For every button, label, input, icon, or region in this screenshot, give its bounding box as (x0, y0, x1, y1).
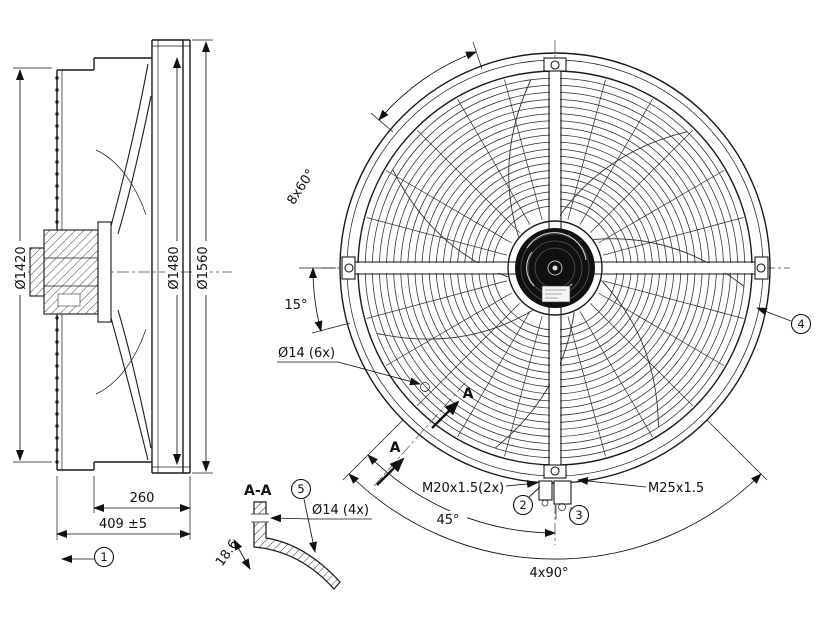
dim-d1480-label: Ø1480 (167, 246, 182, 289)
dim-4x90-label: 4x90° (529, 566, 568, 581)
dim-d1560: Ø1560 (192, 39, 213, 474)
callout-4-number: 4 (797, 317, 804, 331)
dim-d1560-label: Ø1560 (196, 246, 211, 289)
strut-bolt-left (344, 263, 354, 273)
dim-holes-4x: Ø14 (4x) (270, 503, 372, 523)
dim-d14-4x-label: Ø14 (4x) (312, 503, 369, 518)
callout-3-number: 3 (575, 508, 582, 522)
callout-2: 2 (512, 486, 541, 516)
mount-hole (420, 382, 430, 392)
dim-409-label: 409 ±5 (99, 517, 147, 532)
guard-grille-wires (366, 79, 744, 457)
dim-holes-6x: Ø14 (6x) (277, 346, 430, 392)
front-view: 8x60° 15° Ø14 (6x) A A M20x1.5(2x) (277, 40, 812, 581)
inlet-ring-section (253, 501, 341, 590)
callout-1: 1 (93, 546, 115, 568)
dim-d1420: Ø1420 (12, 67, 52, 463)
strut-bolt-right (756, 263, 766, 273)
dim-15-label: 15° (284, 298, 307, 313)
side-view: Ø1420 Ø1480 Ø1560 260 (12, 39, 232, 568)
motor-nameplate (57, 293, 81, 307)
section-label-a2: A (390, 440, 401, 456)
dim-8x60-label: 8x60° (285, 167, 319, 208)
strut-bolt-top (550, 60, 560, 70)
callout-5: 5 (290, 478, 317, 553)
guard-grille-dots (55, 76, 59, 464)
impeller-blades-side (95, 63, 152, 461)
callout-5-number: 5 (297, 482, 304, 496)
dim-4x90deg: 4x90° (348, 419, 768, 581)
callout-1-number: 1 (100, 550, 107, 564)
dim-total-409: 409 ±5 (56, 476, 191, 540)
detail-view-aa: A-A 5 Ø14 (4x) 18.6 (213, 478, 372, 590)
motor-hub (507, 220, 603, 316)
impeller-hub-section (97, 221, 112, 323)
dim-260-label: 260 (130, 491, 155, 506)
dim-gland-m25: M25x1.5 (577, 477, 704, 496)
dim-d14-6x-label: Ø14 (6x) (278, 346, 335, 361)
dim-18-6: 18.6 (213, 537, 251, 570)
dim-45deg: 45° (342, 419, 556, 537)
dim-18-6-label: 18.6 (213, 537, 242, 569)
dim-45-label: 45° (436, 513, 459, 528)
motor-bearing-tube (29, 247, 45, 297)
dim-15deg: 15° (284, 267, 351, 334)
dim-d1420-label: Ø1420 (14, 246, 29, 289)
callout-3: 3 (555, 504, 590, 526)
dim-d1480: Ø1480 (165, 57, 182, 465)
dim-m20-label: M20x1.5(2x) (422, 481, 504, 496)
callout-2-number: 2 (519, 498, 526, 512)
dim-depth-260: 260 (93, 476, 191, 513)
dim-gland-m20: M20x1.5(2x) (422, 479, 538, 496)
dim-m25-label: M25x1.5 (648, 481, 704, 496)
flange-hole (251, 513, 269, 523)
callout-4: 4 (756, 307, 812, 335)
section-label-a1: A (463, 386, 474, 402)
detail-title: A-A (244, 483, 272, 499)
